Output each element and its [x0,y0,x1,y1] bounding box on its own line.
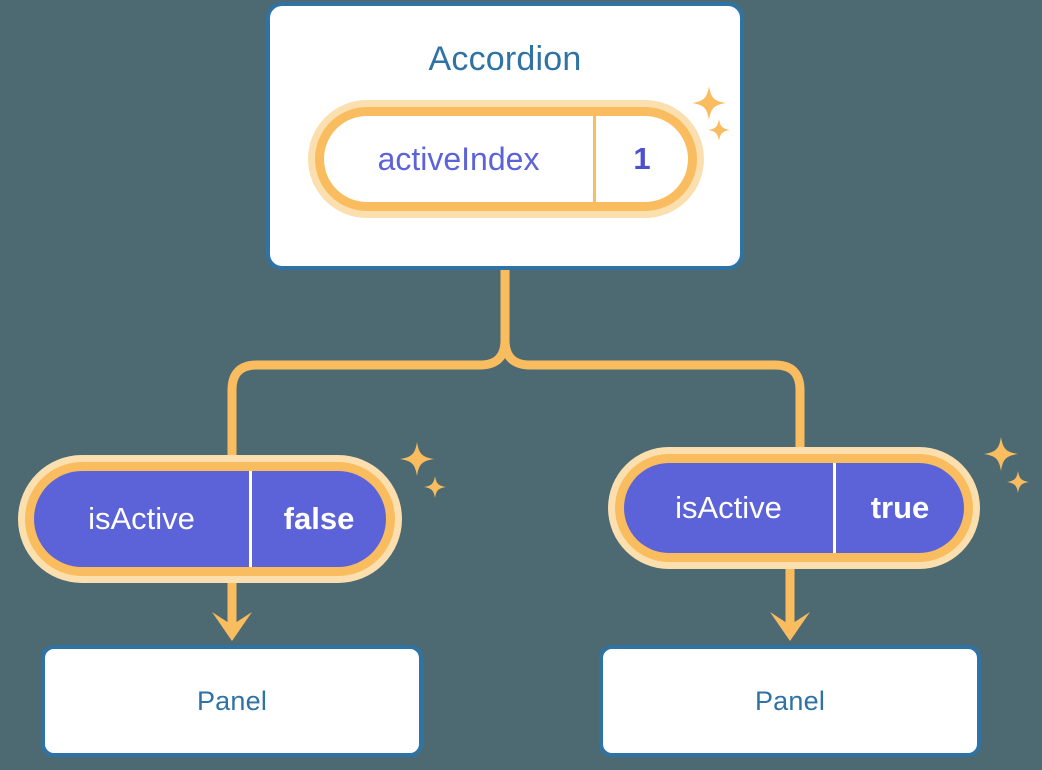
panel-title: Panel [196,685,268,716]
component-card-panel-right[interactable]: Panel [599,645,981,757]
state-pill-value: false [283,501,355,536]
sparkle-large-icon [692,86,726,120]
state-pill-key: isActive [34,471,252,567]
sparkle-large-icon [400,442,434,476]
state-pill-ring: isActive false [25,462,395,576]
state-pill-isactive-true[interactable]: isActive true [608,447,980,569]
component-card-panel-left[interactable]: Panel [41,645,423,757]
state-pill-body: isActive true [624,463,964,553]
state-pill-body: activeIndex 1 [324,116,688,202]
panel-title: Panel [754,685,826,716]
accordion-title: Accordion [428,40,582,78]
state-pill-isactive-false[interactable]: isActive false [18,455,402,583]
sparkle-large-icon [984,437,1018,471]
sparkle-small-icon [708,119,730,141]
state-pill-key: activeIndex [324,116,596,202]
sparkle-small-icon [1007,471,1029,493]
sparkle-small-icon [424,476,446,498]
state-pill-value: true [870,490,930,525]
state-pill-ring: isActive true [615,454,973,562]
state-pill-key: isActive [624,463,836,553]
state-pill-body: isActive false [34,471,386,567]
state-pill-ring: activeIndex 1 [315,107,697,211]
state-pill-value: 1 [633,141,651,176]
state-pill-activeindex[interactable]: activeIndex 1 [308,100,704,218]
